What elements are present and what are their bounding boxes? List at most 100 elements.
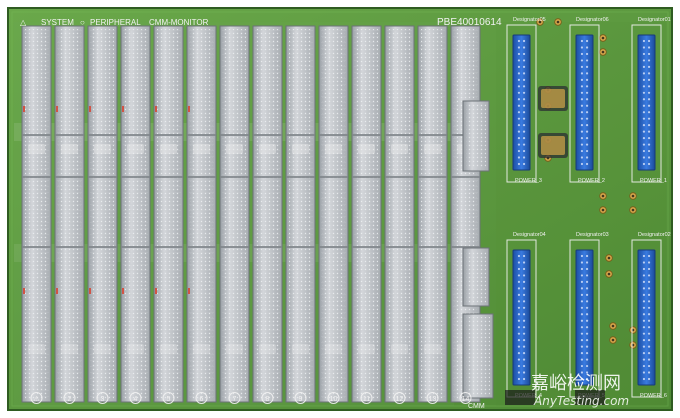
power-pin: [647, 358, 651, 361]
power-pin: [642, 149, 646, 153]
power-pin: [517, 130, 521, 133]
power-pin: [580, 104, 584, 107]
slot-connector-stripes: [90, 28, 115, 400]
power-pin: [642, 287, 646, 290]
power-pin: [647, 72, 651, 75]
power-pin: [585, 52, 589, 56]
slot-red-marker: [155, 106, 157, 112]
power-pin: [647, 143, 651, 146]
power-pin: [585, 280, 589, 283]
power-pin: [585, 143, 589, 146]
power-pin: [585, 137, 589, 140]
power-designator: Designator04: [513, 232, 546, 238]
slot-number: 12: [393, 392, 406, 404]
slot-clamp-highlight: [226, 144, 243, 154]
power-pin: [642, 377, 646, 381]
slot-connector-stripes: [255, 28, 280, 400]
slot-clamp-highlight: [94, 344, 111, 354]
power-pin: [522, 254, 526, 258]
slot-clamp-highlight: [391, 344, 408, 354]
slot-clamp-highlight: [28, 144, 45, 154]
slot-segment-divider: [286, 246, 315, 248]
power-pin: [585, 85, 589, 88]
power-pin: [580, 130, 584, 133]
power-pin: [585, 293, 589, 296]
slot-number-text: 12: [396, 396, 404, 403]
power-pin: [647, 364, 651, 368]
slot-connector-stripes: [24, 28, 49, 400]
power-silk-outline: [631, 24, 662, 183]
slot-clamp-highlight: [292, 144, 309, 154]
slot-connector: [54, 25, 85, 403]
small-component-pads: [541, 89, 565, 108]
power-pin: [642, 293, 646, 296]
power-pin: [647, 352, 651, 355]
power-pin: [580, 267, 584, 271]
power-pin: [517, 267, 521, 271]
power-pin: [642, 319, 646, 322]
slot-connector-stripes: [387, 28, 412, 400]
slot-number-text: 10: [330, 396, 338, 403]
slot-red-marker: [89, 288, 91, 294]
power-pin: [522, 319, 526, 322]
power-pin: [580, 124, 584, 127]
power-pin: [647, 371, 651, 374]
slot-clamp-highlight: [160, 344, 177, 354]
power-pin: [580, 326, 584, 329]
slot-clamp-highlight: [259, 144, 276, 154]
slot-segment-divider: [187, 246, 216, 248]
power-pin: [585, 364, 589, 368]
power-pin: [517, 85, 521, 88]
slot-red-marker: [188, 106, 190, 112]
power-pin: [522, 46, 526, 49]
power-pin: [580, 85, 584, 88]
slot-connector: [186, 25, 217, 403]
slot-segment-divider: [55, 134, 84, 136]
slot-red-marker: [122, 288, 124, 294]
slot-clamp-highlight: [193, 144, 210, 154]
slot-number-text: 14: [462, 396, 470, 403]
power-pin: [585, 300, 589, 303]
slot-number-text: 7: [233, 396, 237, 403]
cmm-bottom-label: CMM: [468, 403, 485, 410]
slot-segment-divider: [352, 246, 381, 248]
power-pin: [517, 39, 521, 43]
power-pin: [522, 162, 526, 166]
power-pin: [647, 332, 651, 335]
power-pin: [522, 59, 526, 62]
power-pin: [642, 345, 646, 348]
pad-hole: [611, 324, 615, 328]
power-pin: [642, 364, 646, 368]
slot-segment-divider: [418, 134, 447, 136]
slot-segment-divider: [88, 176, 117, 178]
slot-red-marker: [122, 106, 124, 112]
power-pin: [642, 52, 646, 56]
power-pin: [647, 280, 651, 283]
slot-clamp-highlight: [259, 344, 276, 354]
slot-clamp-highlight: [358, 344, 375, 354]
slot-number: 14: [459, 392, 472, 404]
power-pin: [647, 117, 651, 120]
slot-segment-divider: [418, 176, 447, 178]
power-pin: [585, 339, 589, 342]
power-pin: [647, 46, 651, 49]
slot-number: 10: [327, 392, 340, 404]
dark-component: [575, 390, 605, 405]
slot-segment-divider: [451, 246, 480, 248]
power-pin: [517, 345, 521, 348]
power-pin: [585, 124, 589, 127]
power-pin: [522, 137, 526, 140]
slot-connector-stripes: [222, 28, 247, 400]
power-pin: [642, 352, 646, 355]
power-pin: [647, 59, 651, 62]
power-pin: [522, 143, 526, 146]
power-pin: [585, 117, 589, 120]
slot-segment-divider: [187, 134, 216, 136]
power-pin: [580, 46, 584, 49]
pad-hole: [611, 338, 615, 342]
slot-connector-stripes: [288, 28, 313, 400]
slot-segment-divider: [385, 134, 414, 136]
slot-red-marker: [56, 106, 58, 112]
power-pin: [642, 300, 646, 303]
